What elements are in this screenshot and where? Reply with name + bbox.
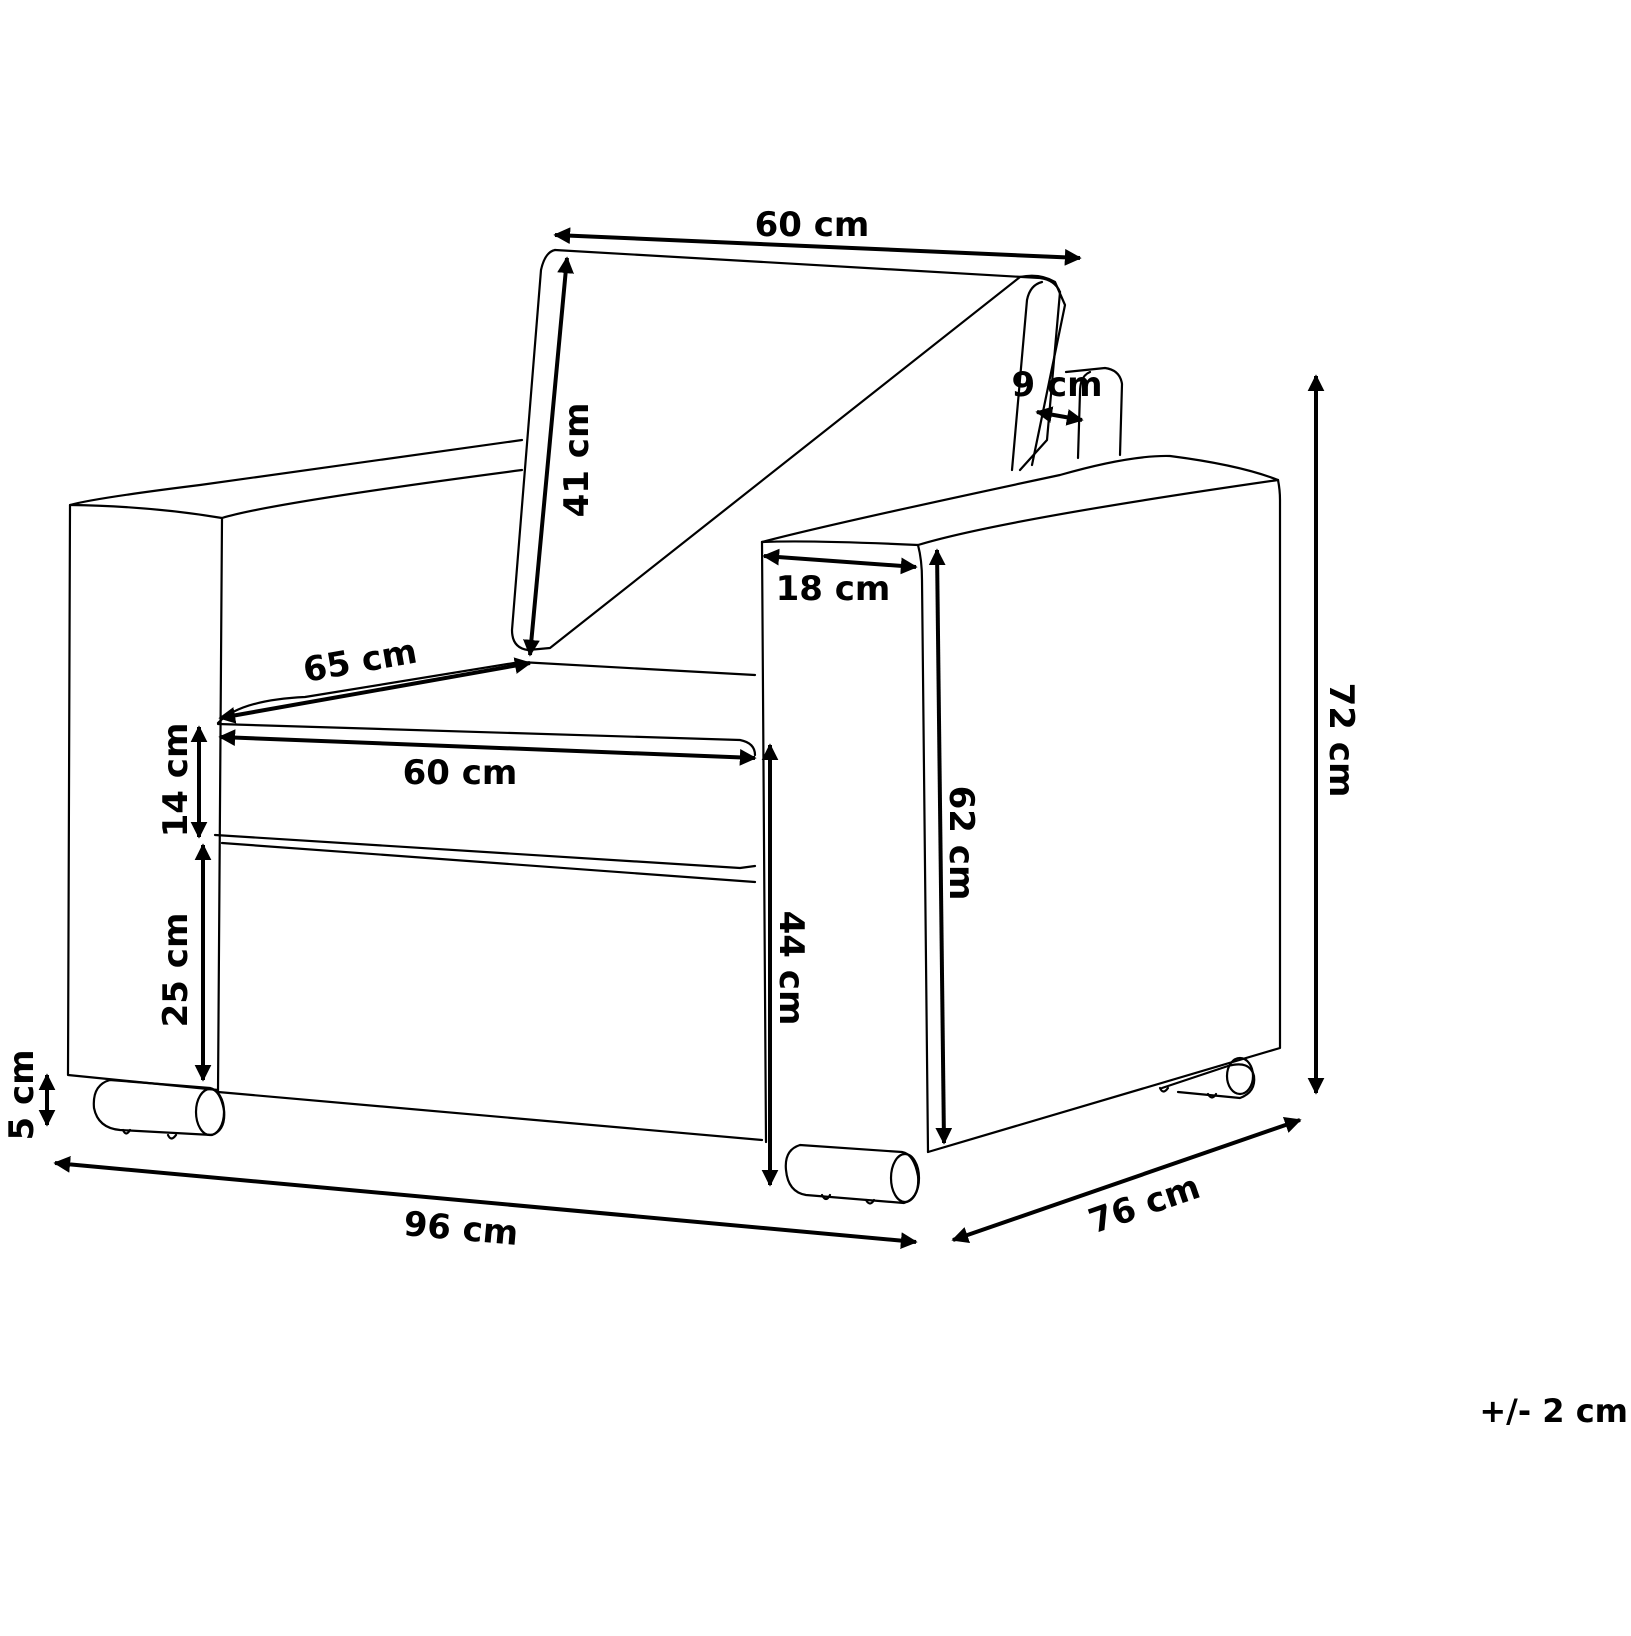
seat-cushion-underline (220, 841, 757, 884)
label-armrest-width: 18 cm (776, 569, 891, 609)
backrest-depth-arrow (1035, 406, 1084, 426)
label-seat-width: 60 cm (403, 753, 518, 793)
right-armrest-side (926, 478, 1282, 1154)
dimension-lines (38, 227, 1325, 1249)
right-armrest-front-edge (916, 543, 930, 1154)
label-backrest-height: 41 cm (557, 403, 597, 518)
base-bottom-edge (216, 1090, 764, 1142)
armrest-width-arrow (762, 548, 918, 575)
backrest-width-arrow (553, 227, 1082, 266)
seat-cushion-front-bottom (213, 833, 757, 870)
left-front-foot (92, 1078, 226, 1140)
label-armrest-height: 62 cm (941, 786, 981, 901)
label-seat-cushion-height: 14 cm (156, 723, 196, 838)
right-armrest-front-top (760, 478, 1280, 547)
right-back-foot (1158, 1056, 1256, 1100)
label-tolerance: +/- 2 cm (1479, 1392, 1628, 1430)
seat-width-arrow (218, 729, 757, 766)
backrest-inner-edge (1010, 280, 1044, 472)
dimension-labels: 60 cm 41 cm 9 cm 18 cm 65 cm 60 cm 14 cm… (2, 205, 1628, 1430)
label-base-height: 25 cm (156, 913, 196, 1028)
seat-diagonal-arrow (218, 657, 532, 724)
backrest-height-arrow (523, 256, 574, 657)
total-depth-arrow (951, 1117, 1302, 1243)
total-width-arrow (53, 1156, 918, 1249)
label-leg-height: 5 cm (2, 1049, 42, 1140)
back-frame-inner (1076, 370, 1092, 460)
right-front-foot (784, 1143, 921, 1205)
backrest-top-edge (553, 248, 1062, 294)
left-armrest-front-edge (216, 516, 224, 1094)
armrest-height-arrow (928, 548, 953, 1145)
label-backrest-depth: 9 cm (1011, 365, 1102, 405)
back-frame (1064, 366, 1124, 457)
label-total-depth: 76 cm (1084, 1167, 1206, 1242)
label-seat-height: 44 cm (771, 911, 811, 1026)
label-total-height: 72 cm (1321, 683, 1361, 798)
left-armrest-front-top (68, 468, 524, 520)
right-armrest-top (760, 454, 1280, 544)
label-total-width: 96 cm (402, 1204, 520, 1254)
label-backrest-width: 60 cm (755, 205, 870, 245)
backrest-right-side (1018, 290, 1062, 472)
right-armrest-inner-edge (760, 540, 768, 1144)
